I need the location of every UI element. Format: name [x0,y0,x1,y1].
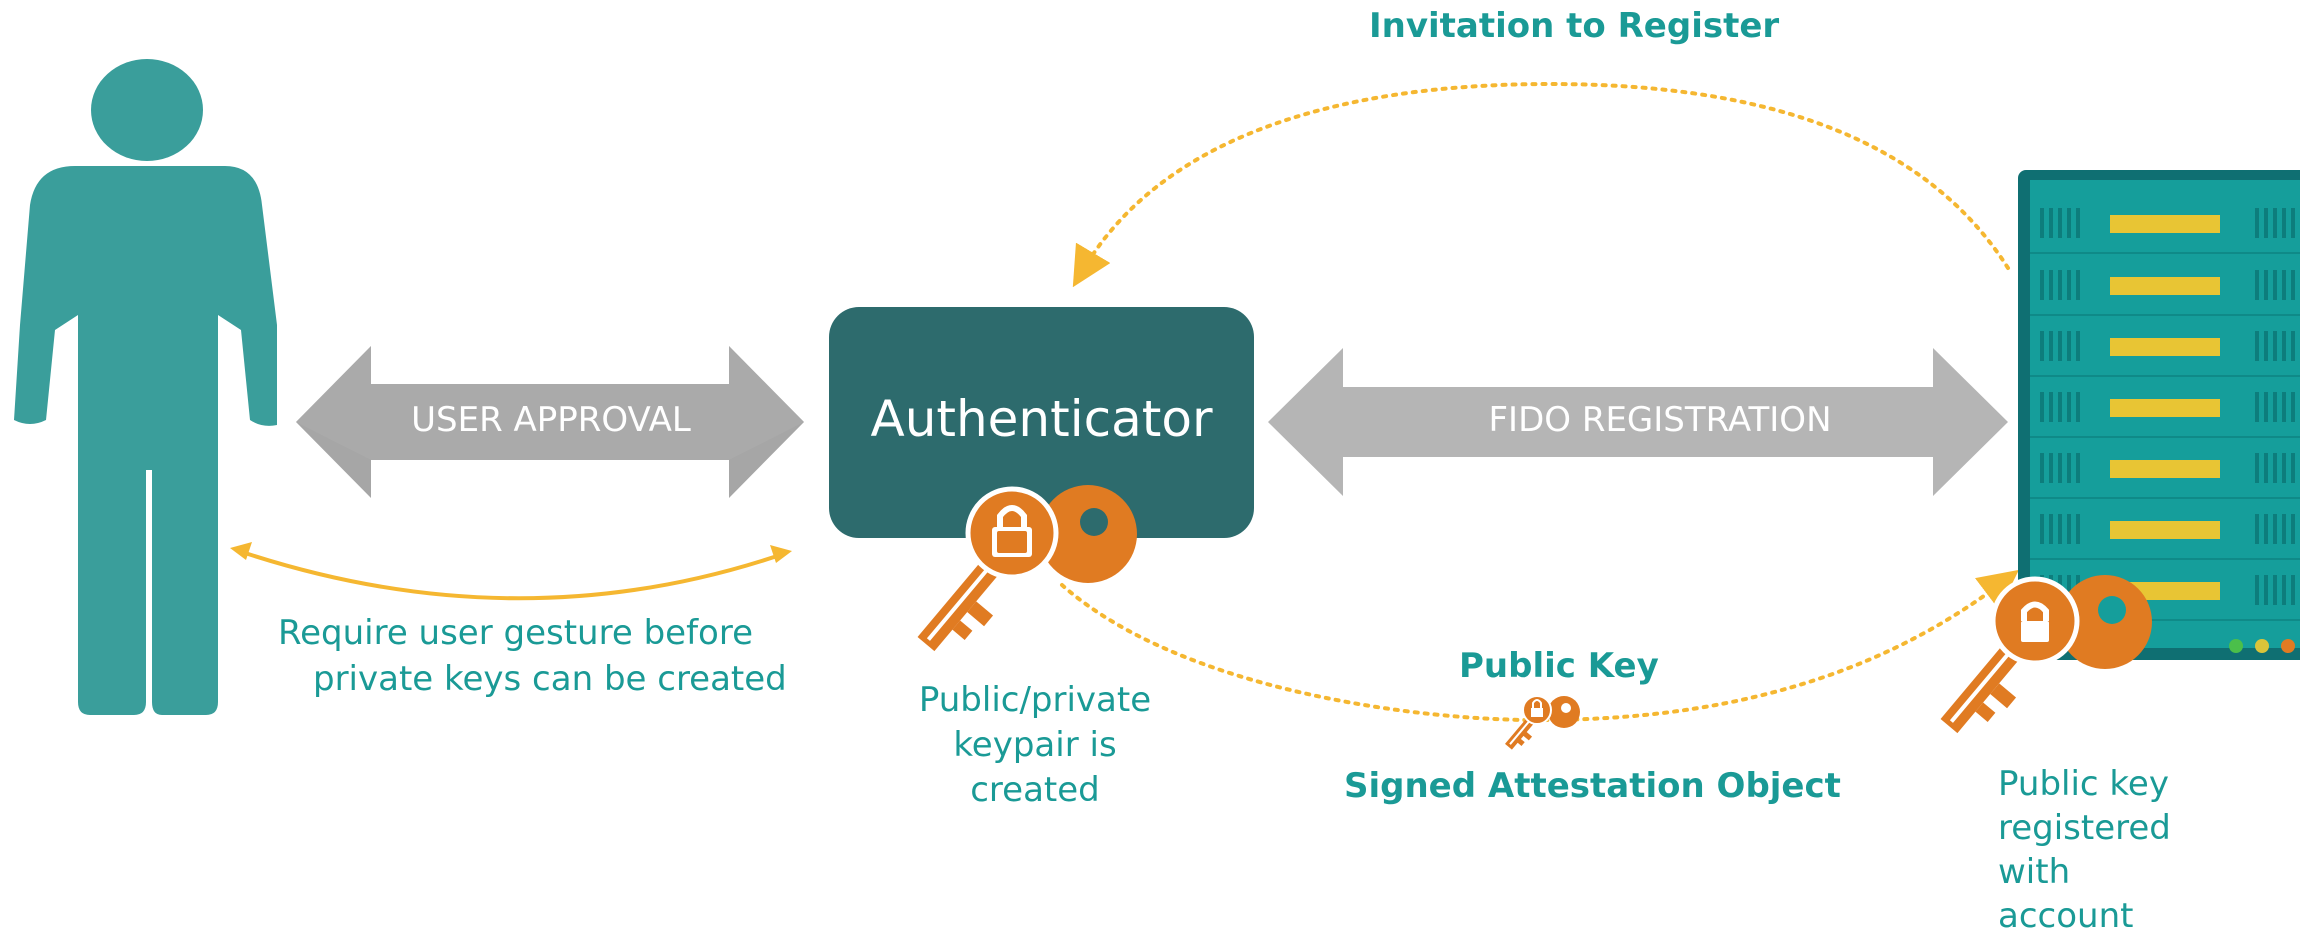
registered-line-4: account [1998,896,2134,933]
user-gesture-line-1: Require user gesture before [278,613,753,653]
keypair-line-2: keypair is [953,725,1117,765]
signed-attestation-label: Signed Attestation Object [1344,766,1841,806]
user-gesture-arrow [235,548,787,601]
fido-registration-arrow [1268,348,2008,496]
invitation-label: Invitation to Register [1369,6,1780,46]
server-rack-row [2030,208,2300,254]
fido-registration-label: FIDO REGISTRATION [1488,400,1832,440]
server-key-icon [1940,575,2152,734]
user-gesture-text: Require user gesture before private keys… [278,610,787,702]
keypair-line-1: Public/private [918,680,1152,720]
server-rack-row [2030,270,2300,316]
user-gesture-arrowhead-right [770,545,792,563]
user-gesture-arrowhead-left [230,542,252,560]
invitation-flow-arrow [1072,81,2010,288]
registered-line-2: registered [1998,808,2171,848]
user-icon [14,59,277,715]
authenticator-key-icon [917,485,1137,652]
user-approval-arrow [296,346,804,498]
keypair-line-3: created [970,770,1100,810]
public-key-flow-arrow [1060,569,2019,723]
public-key-label: Public Key [1459,646,1659,686]
keypair-created-text: Public/private keypair is created [880,678,1190,813]
authenticator-box [829,307,1254,538]
server-icon [2018,170,2300,660]
public-key-small-icon [1505,695,1580,750]
authenticator-label: Authenticator [870,390,1213,448]
server-rack-row [2030,514,2300,560]
registered-line-1: Public key [1998,764,2169,804]
registered-line-3: with [1998,852,2071,892]
server-rack-row [2030,331,2300,377]
user-gesture-line-2: private keys can be created [313,659,787,699]
public-key-registered-text: Public key registered with account [1998,762,2171,933]
server-rack-row [2030,392,2300,438]
server-rack-row [2030,453,2300,499]
user-approval-label: USER APPROVAL [411,400,691,440]
